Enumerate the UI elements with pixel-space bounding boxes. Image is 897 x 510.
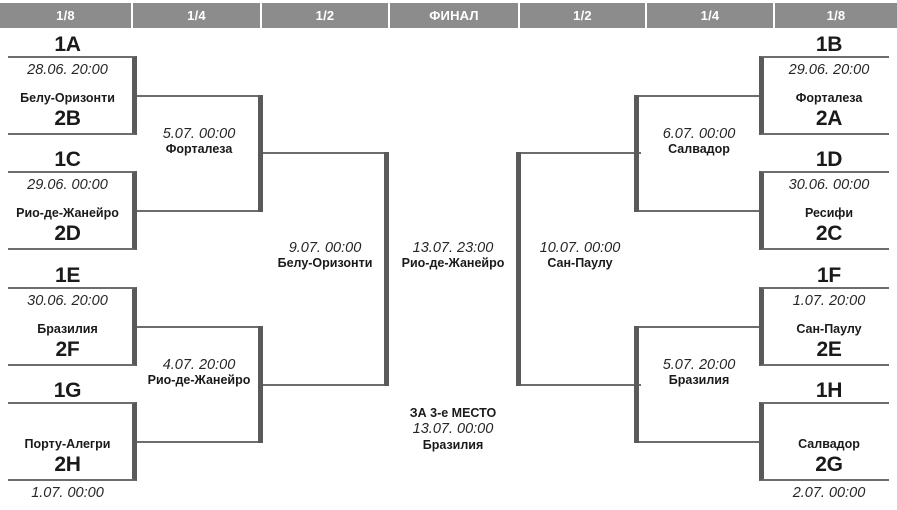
match-date: 2.07. 00:00 — [792, 484, 866, 501]
match-city: Сан-Паулу — [547, 256, 613, 271]
seed-top: 1C — [54, 148, 81, 171]
match-date: 10.07. 00:00 — [539, 240, 621, 256]
match-date: 1.07. 20:00 — [792, 293, 866, 309]
match-city: Ресифи — [804, 206, 854, 220]
seed-bottom: 2C — [815, 222, 843, 245]
match-city: Форталеза — [165, 142, 233, 157]
match-city: Салвадор — [668, 142, 730, 157]
third-place-title: ЗА 3-е МЕСТО — [409, 406, 497, 420]
third-place-block: ЗА 3-е МЕСТО 13.07. 00:00 Бразилия — [378, 406, 528, 453]
match-city: Сан-Паулу — [796, 322, 862, 336]
match-date: 30.06. 20:00 — [27, 293, 108, 309]
match-city: Белу-Оризонти — [277, 256, 373, 271]
match-city: Рио-де-Жанейро — [16, 206, 119, 220]
match-city: Бразилия — [37, 322, 98, 336]
round-header-3[interactable]: 1/2 — [262, 3, 390, 28]
match-city: Бразилия — [668, 373, 730, 388]
quarterfinal-label-right-2: 5.07. 20:00 Бразилия — [640, 357, 758, 387]
third-place-city: Бразилия — [422, 438, 484, 453]
match-date: 28.06. 20:00 — [27, 62, 108, 78]
seed-bottom: 2D — [54, 222, 81, 245]
connector-line-ql1-top — [137, 95, 263, 97]
third-place-date: 13.07. 00:00 — [412, 421, 494, 437]
round-header-2[interactable]: 1/4 — [133, 3, 262, 28]
match-box-1B-2A[interactable]: 1B 29.06. 20:00 Форталеза 2A — [759, 34, 889, 135]
match-date: 9.07. 00:00 — [288, 240, 362, 256]
match-city: Салвадор — [798, 437, 860, 451]
match-box-1F-2E[interactable]: 1F 1.07. 20:00 Сан-Паулу 2E — [759, 265, 889, 366]
final-label: 13.07. 23:00 Рио-де-Жанейро — [390, 240, 516, 270]
round-header-6[interactable]: 1/4 — [647, 3, 775, 28]
match-date: 29.06. 20:00 — [788, 62, 870, 78]
match-city: Форталеза — [795, 91, 863, 105]
connector-bar-ql1 — [258, 95, 263, 212]
connector-line-ql1-bottom — [137, 210, 263, 212]
connector-line-qr2-bottom — [638, 441, 762, 443]
seed-bottom: 2H — [54, 453, 81, 476]
connector-line-ql2-bottom — [137, 441, 263, 443]
connector-line-sl-bottom — [263, 384, 388, 386]
quarterfinal-label-right-1: 6.07. 00:00 Салвадор — [640, 126, 758, 156]
connector-bar-ql2 — [258, 326, 263, 443]
match-date: 4.07. 20:00 — [162, 357, 236, 373]
connector-line-qr1-bottom — [638, 210, 762, 212]
connector-line-sr-bottom — [519, 384, 641, 386]
seed-top: 1F — [817, 264, 841, 287]
seed-bottom: 2G — [815, 453, 843, 476]
match-box-1G-2H[interactable]: 1G Порту-Алегри 2H 1.07. 00:00 — [8, 380, 137, 500]
match-date: 5.07. 00:00 — [162, 126, 236, 142]
match-box-1D-2C[interactable]: 1D 30.06. 00:00 Ресифи 2C — [759, 149, 889, 250]
seed-top: 1E — [54, 264, 81, 287]
seed-bottom: 2B — [54, 107, 81, 130]
match-box-1C-2D[interactable]: 1C 29.06. 00:00 Рио-де-Жанейро 2D — [8, 149, 137, 250]
connector-bar-qr1 — [634, 95, 639, 212]
match-date: 29.06. 00:00 — [27, 177, 108, 193]
connector-bar-qr2 — [634, 326, 639, 443]
semifinal-label-left: 9.07. 00:00 Белу-Оризонти — [266, 240, 384, 270]
seed-top: 1D — [815, 148, 843, 171]
match-date: 5.07. 20:00 — [662, 357, 736, 373]
quarterfinal-label-left-2: 4.07. 20:00 Рио-де-Жанейро — [140, 357, 258, 387]
match-city: Рио-де-Жанейро — [147, 373, 251, 388]
connector-line-sr-top — [519, 152, 641, 154]
seed-top: 1A — [54, 33, 81, 56]
seed-top: 1H — [815, 379, 843, 402]
connector-bar-sl — [384, 152, 389, 386]
seed-bottom: 2F — [55, 338, 80, 361]
round-header-4[interactable]: ФИНАЛ — [390, 3, 520, 28]
seed-bottom: 2A — [815, 107, 843, 130]
match-box-1A-2B[interactable]: 1A 28.06. 20:00 Белу-Оризонти 2B — [8, 34, 137, 135]
match-date: 30.06. 00:00 — [788, 177, 870, 193]
match-box-1E-2F[interactable]: 1E 30.06. 20:00 Бразилия 2F — [8, 265, 137, 366]
connector-line-ql2-top — [137, 326, 263, 328]
match-date: 13.07. 23:00 — [412, 240, 494, 256]
seed-bottom: 2E — [816, 338, 842, 361]
quarterfinal-label-left-1: 5.07. 00:00 Форталеза — [140, 126, 258, 156]
round-header-7[interactable]: 1/8 — [775, 3, 897, 28]
connector-line-qr2-top — [638, 326, 762, 328]
connector-bar-sr — [516, 152, 521, 386]
match-city: Белу-Оризонти — [20, 91, 115, 105]
match-box-1H-2G[interactable]: 1H Салвадор 2G 2.07. 00:00 — [759, 380, 889, 500]
seed-top: 1B — [815, 33, 843, 56]
match-date: 1.07. 00:00 — [31, 484, 104, 501]
semifinal-label-right: 10.07. 00:00 Сан-Паулу — [521, 240, 639, 270]
match-city: Порту-Алегри — [24, 437, 111, 451]
connector-line-qr1-top — [638, 95, 762, 97]
match-city: Рио-де-Жанейро — [401, 256, 505, 271]
match-date: 6.07. 00:00 — [662, 126, 736, 142]
round-header-1[interactable]: 1/8 — [0, 3, 133, 28]
connector-line-sl-top — [263, 152, 388, 154]
seed-top: 1G — [53, 379, 82, 402]
round-header-5[interactable]: 1/2 — [520, 3, 647, 28]
